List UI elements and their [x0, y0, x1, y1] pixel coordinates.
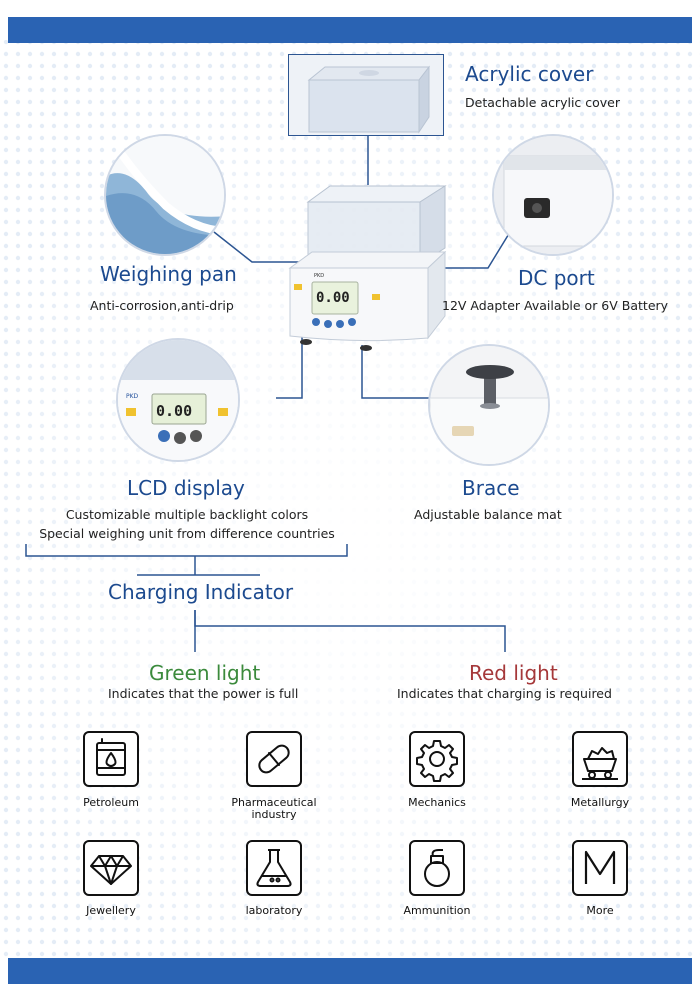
dc-port-photo [492, 134, 614, 256]
weighing-pan-title: Weighing pan [100, 262, 237, 286]
svg-text:0.00: 0.00 [316, 290, 350, 306]
lcd-display-desc-line2: Special weighing unit from difference co… [39, 526, 335, 541]
svg-text:0.00: 0.00 [156, 402, 192, 420]
flask-icon [246, 840, 302, 896]
bottom-banner-bar [8, 958, 692, 984]
acrylic-cover-desc: Detachable acrylic cover [465, 95, 621, 110]
app-label-laboratory: laboratory [245, 904, 303, 917]
brace-photo [428, 344, 550, 466]
diamond-icon [83, 840, 139, 896]
charging-indicator-title: Charging Indicator [108, 580, 294, 604]
red-light-desc: Indicates that charging is required [397, 686, 612, 701]
acrylic-cover-photo [288, 54, 444, 136]
gear-icon [409, 731, 465, 787]
lcd-display-desc-line1: Customizable multiple backlight colors [65, 507, 309, 522]
oil-barrel-icon [83, 731, 139, 787]
letter-m-icon [572, 840, 628, 896]
top-banner-bar [8, 17, 692, 43]
green-light-title: Green light [149, 661, 261, 685]
app-label-pharmaceutical: Pharmaceutical [231, 796, 317, 809]
svg-text:PKD: PKD [126, 393, 139, 400]
app-label-petroleum: Petroleum [83, 796, 139, 809]
balance-scale-photo: 0.00 PKD [288, 185, 447, 351]
lcd-display-title: LCD display [127, 476, 245, 500]
dc-port-desc: 12V Adapter Available or 6V Battery [442, 298, 669, 313]
app-label-ammunition: Ammunition [403, 904, 471, 917]
app-label-jewellery: Jewellery [86, 904, 136, 917]
app-label-more: More [586, 904, 614, 917]
brace-desc: Adjustable balance mat [414, 507, 562, 522]
weighing-pan-desc: Anti-corrosion,anti-drip [90, 298, 234, 313]
brace-title: Brace [462, 476, 520, 500]
grenade-icon [409, 840, 465, 896]
svg-text:PKD: PKD [314, 273, 324, 279]
red-light-title: Red light [469, 661, 558, 685]
app-label-pharmaceutical-line2: industry [251, 808, 297, 821]
capsule-icon [246, 731, 302, 787]
mine-cart-icon [572, 731, 628, 787]
lcd-display-photo: PKD 0.00 [116, 338, 240, 462]
green-light-desc: Indicates that the power is full [108, 686, 299, 701]
app-label-metallurgy: Metallurgy [570, 796, 630, 809]
weighing-pan-photo [104, 134, 226, 256]
dc-port-title: DC port [518, 266, 595, 290]
app-label-mechanics: Mechanics [408, 796, 466, 809]
acrylic-cover-title: Acrylic cover [465, 62, 594, 86]
